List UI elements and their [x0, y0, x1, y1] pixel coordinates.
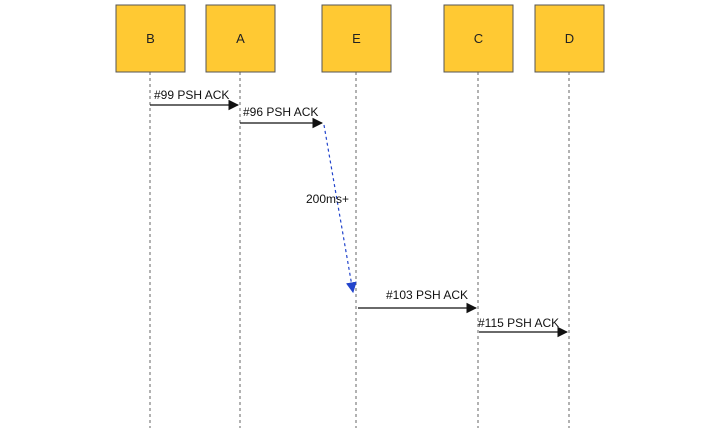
message-c-to-d: #115 PSH ACK — [478, 316, 569, 338]
participant-a: A — [205, 4, 276, 73]
participant-d: D — [534, 4, 605, 73]
participant-b: B — [115, 4, 186, 73]
message-e-to-c: #103 PSH ACK — [358, 288, 478, 314]
message-b-to-a: #99 PSH ACK — [150, 88, 240, 111]
message-a-to-e: #96 PSH ACK — [240, 105, 324, 129]
message-c-to-d-label: #115 PSH ACK — [478, 316, 559, 330]
participant-e-label: E — [352, 31, 361, 46]
participant-a-label: A — [236, 31, 245, 46]
message-e-to-c-label: #103 PSH ACK — [386, 288, 468, 302]
participant-d-label: D — [565, 31, 574, 46]
participant-e: E — [321, 4, 392, 73]
participant-b-label: B — [146, 31, 155, 46]
message-a-to-e-label: #96 PSH ACK — [243, 105, 318, 119]
message-b-to-a-label: #99 PSH ACK — [154, 88, 229, 102]
participant-c: C — [443, 4, 514, 73]
delay-arrow: 200ms+ — [306, 124, 357, 294]
participant-c-label: C — [474, 31, 483, 46]
delay-label: 200ms+ — [306, 192, 349, 206]
